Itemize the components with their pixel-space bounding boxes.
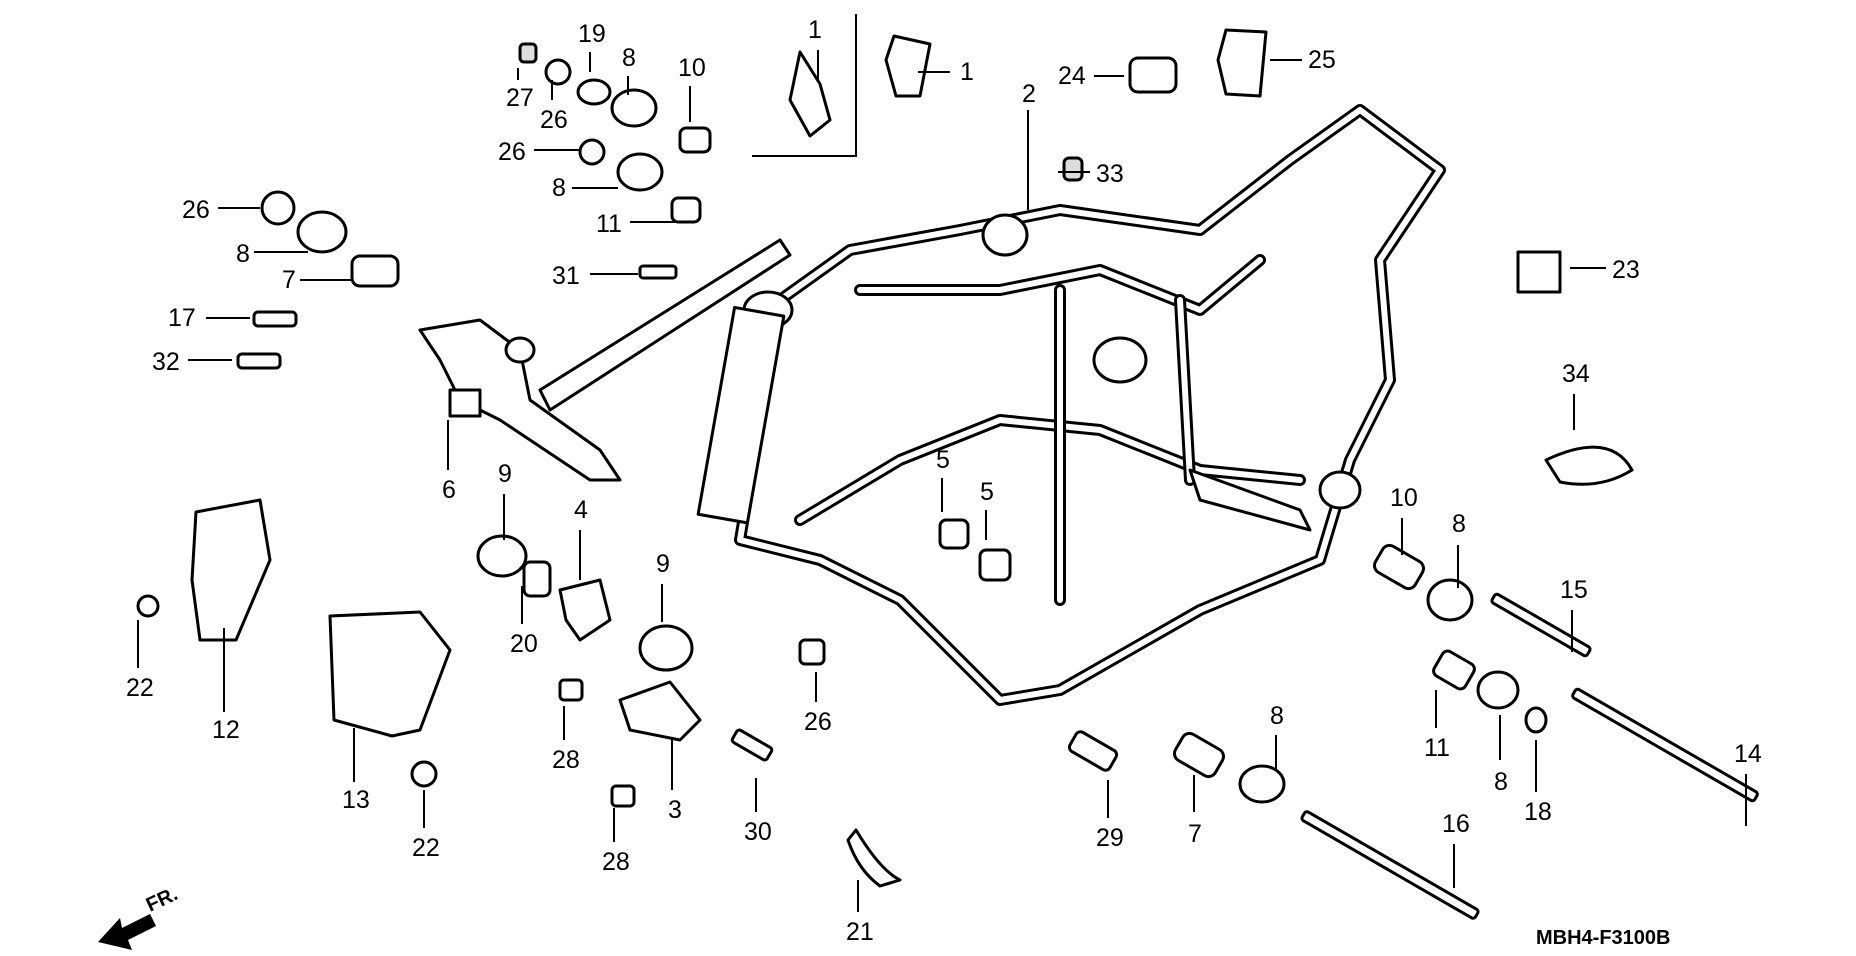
callout-label-c-7a: 7 <box>282 266 296 294</box>
callout-label-c-9a: 9 <box>498 460 512 488</box>
callout-leaders <box>137 50 1747 912</box>
callout-label-c-26b: 26 <box>498 138 526 166</box>
callout-label-c-22a: 22 <box>126 674 154 702</box>
callout-label-c-4: 4 <box>574 496 588 524</box>
front-direction-marker: FR. <box>98 883 181 950</box>
callout-label-c-26a: 26 <box>540 106 568 134</box>
callout-label-c-29: 29 <box>1096 824 1124 852</box>
callout-label-c-28a: 28 <box>552 746 580 774</box>
diagram-code: MBH4-F3100B <box>1536 927 1670 949</box>
callout-label-c-10b: 10 <box>1390 484 1418 512</box>
callout-label-c-5b: 5 <box>980 478 994 506</box>
callout-label-c-26c: 26 <box>182 196 210 224</box>
callout-label-c-34: 34 <box>1562 360 1590 388</box>
callout-label-c-18: 18 <box>1524 798 1552 826</box>
callout-label-c-23: 23 <box>1612 256 1640 284</box>
callout-label-c-8e: 8 <box>1270 702 1284 730</box>
callout-label-c-8b: 8 <box>552 174 566 202</box>
callout-label-c-1a: 1 <box>808 16 822 44</box>
callout-label-c-30: 30 <box>744 818 772 846</box>
arrow-icon <box>98 914 156 950</box>
callout-label-c-27: 27 <box>506 84 534 112</box>
callout-label-c-20: 20 <box>510 630 538 658</box>
callout-label-c-8d: 8 <box>1452 510 1466 538</box>
callout-label-c-2: 2 <box>1022 80 1036 108</box>
callout-label-c-1b: 1 <box>960 58 974 86</box>
callout-label-c-3: 3 <box>668 796 682 824</box>
front-hanger-bracket <box>418 238 792 482</box>
callout-label-c-17: 17 <box>168 304 196 332</box>
callout-label-c-15: 15 <box>1560 576 1588 604</box>
callout-label-c-28b: 28 <box>602 848 630 876</box>
callout-label-c-13: 13 <box>342 786 370 814</box>
callout-label-c-11b: 11 <box>1424 734 1450 762</box>
callout-label-c-26d: 26 <box>804 708 832 736</box>
callout-label-c-33: 33 <box>1096 160 1124 188</box>
hardware-parts <box>136 28 1759 920</box>
callout-label-c-16: 16 <box>1442 810 1470 838</box>
callout-label-c-14: 14 <box>1734 740 1762 768</box>
callout-label-c-31: 31 <box>552 262 580 290</box>
callout-labels: 1123455677888888991010111112131415161718… <box>126 16 1762 946</box>
inset-divider <box>752 14 857 157</box>
callout-label-c-21: 21 <box>846 918 874 946</box>
callout-label-c-12: 12 <box>212 716 240 744</box>
callout-label-c-24: 24 <box>1058 62 1086 90</box>
callout-label-c-25: 25 <box>1308 46 1336 74</box>
callout-label-c-11a: 11 <box>596 210 622 238</box>
callout-label-c-8c: 8 <box>236 240 250 268</box>
front-label: FR. <box>143 883 181 917</box>
callout-label-c-9b: 9 <box>656 550 670 578</box>
callout-label-c-8f: 8 <box>1494 768 1508 796</box>
callout-label-c-7b: 7 <box>1188 820 1202 848</box>
callout-label-c-8a: 8 <box>622 44 636 72</box>
callout-label-c-5a: 5 <box>936 446 950 474</box>
callout-label-c-19: 19 <box>578 20 606 48</box>
callout-label-c-22b: 22 <box>412 834 440 862</box>
main-frame <box>696 104 1446 706</box>
callout-label-c-10a: 10 <box>678 54 706 82</box>
callout-label-c-6: 6 <box>442 476 456 504</box>
callout-label-c-32: 32 <box>152 348 180 376</box>
